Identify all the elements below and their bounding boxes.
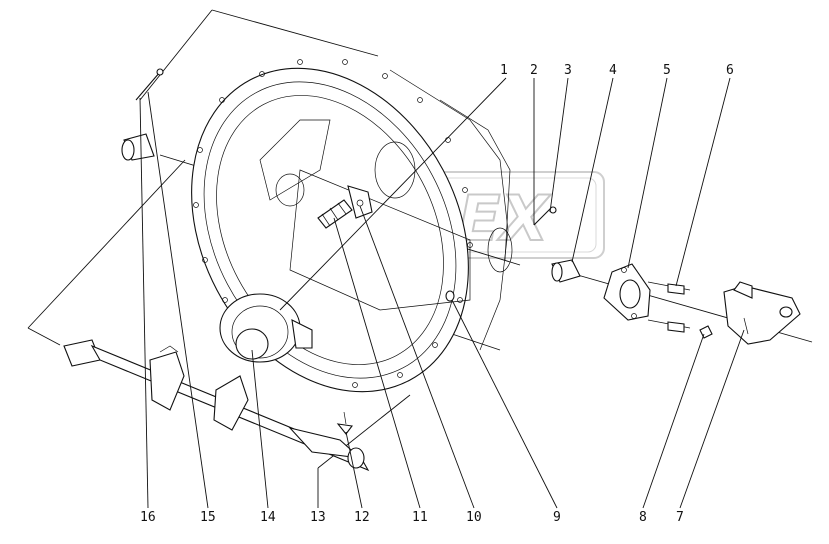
spring-part-11	[317, 199, 353, 229]
callout-8: 8	[639, 510, 647, 525]
callout-labels: 1 2 3 4 5 6 7 8 9 10 11 12 13 14 15 16	[140, 63, 734, 525]
callout-6: 6	[726, 63, 734, 78]
spring-clip-part-10	[347, 185, 373, 219]
callout-11: 11	[412, 510, 428, 525]
release-shaft-part-13	[63, 339, 370, 472]
callout-7: 7	[676, 510, 684, 525]
callout-3: 3	[564, 63, 572, 78]
pin-part-12	[336, 411, 353, 435]
bolts-part-6	[647, 281, 691, 333]
callout-2: 2	[530, 63, 538, 78]
clutch-housing	[191, 59, 513, 393]
callout-9: 9	[553, 510, 561, 525]
sleeve-part-16	[121, 133, 155, 161]
callout-12: 12	[354, 510, 370, 525]
bearing-seat-part-5	[603, 263, 651, 321]
callout-4: 4	[609, 63, 617, 78]
callout-10: 10	[466, 510, 482, 525]
bolt-part-15	[135, 68, 164, 101]
callout-5: 5	[663, 63, 671, 78]
callout-13: 13	[310, 510, 326, 525]
callout-16: 16	[140, 510, 156, 525]
callout-1: 1	[500, 63, 508, 78]
bushing-part-4	[551, 259, 581, 283]
leader-lines	[139, 77, 745, 509]
callout-14: 14	[260, 510, 276, 525]
release-bearing-part-14	[219, 293, 313, 363]
release-lever-part-7	[723, 281, 801, 345]
plug-part-9	[445, 290, 455, 302]
pin-part-8	[699, 325, 713, 339]
callout-15: 15	[200, 510, 216, 525]
